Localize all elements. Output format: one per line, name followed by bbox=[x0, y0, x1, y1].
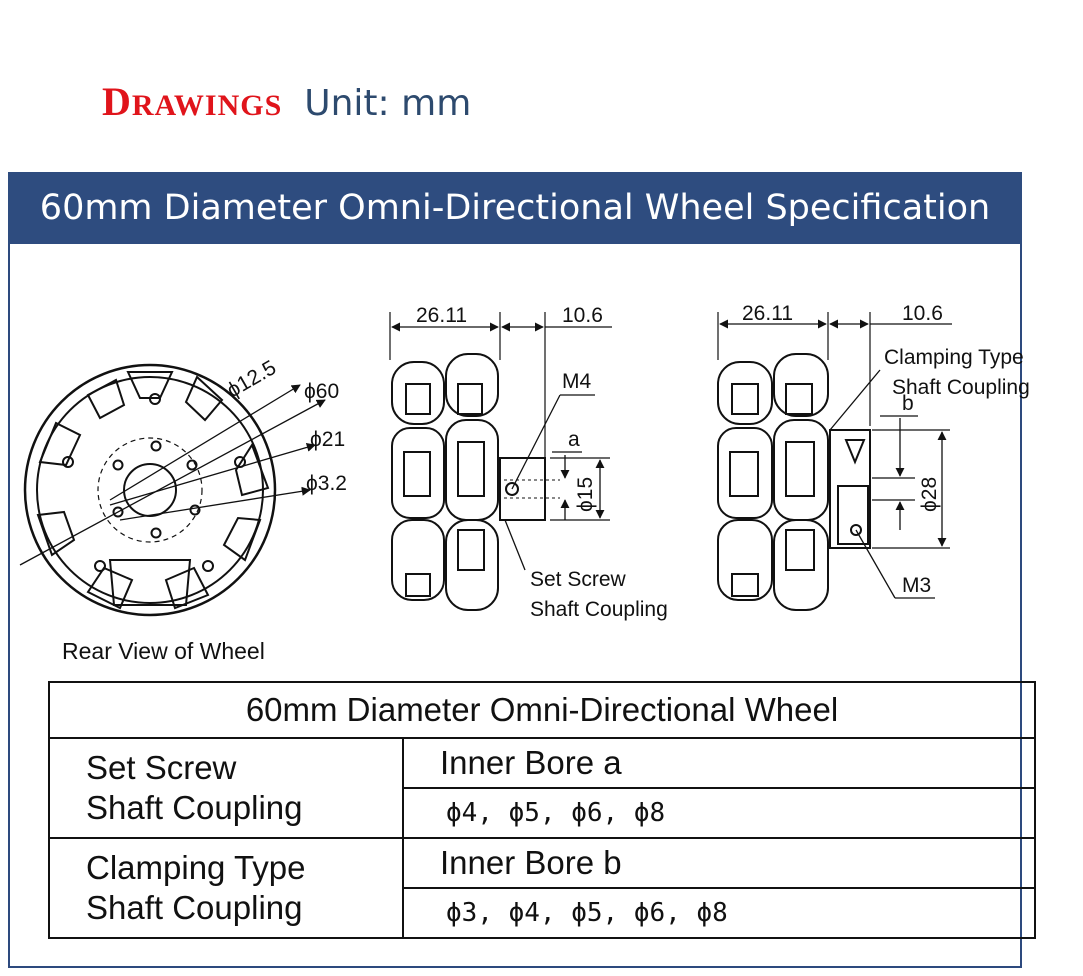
drawings-header: DRAWINGS Unit: mm bbox=[102, 78, 471, 138]
rear-dimension-lines bbox=[19, 384, 326, 566]
caption-set-screw: Set Screw bbox=[530, 568, 627, 591]
dim-bolt-circle: ϕ12.5 bbox=[223, 356, 280, 402]
dim-hub-length: 10.6 bbox=[562, 304, 603, 327]
clamping-side-view: 26.11 10.6 Clamping Type Shaft Coupling … bbox=[717, 302, 1030, 611]
dim-hub-diameter: ϕ21 bbox=[310, 428, 345, 451]
row-set-screw-heading: Inner Bore a bbox=[402, 737, 1036, 789]
dim-hub-diameter-15: ϕ15 bbox=[574, 477, 597, 512]
bore-label-a: a bbox=[568, 428, 580, 451]
clamp-hub bbox=[829, 429, 871, 549]
unit-label: Unit: mm bbox=[304, 83, 472, 124]
caption-shaft-coupling: Shaft Coupling bbox=[530, 598, 668, 621]
dim-outer-diameter: ϕ60 bbox=[304, 380, 339, 403]
caption-shaft-coupling-clamp: Shaft Coupling bbox=[892, 376, 1030, 399]
row-clamping-heading: Inner Bore b bbox=[402, 837, 1036, 889]
rear-view-label: Rear View of Wheel bbox=[62, 638, 265, 664]
dim-hub-diameter-28: ϕ28 bbox=[918, 477, 941, 512]
dim-overall-width: 26.11 bbox=[416, 304, 467, 327]
row-set-screw-values: ϕ4, ϕ5, ϕ6, ϕ8 bbox=[402, 787, 1036, 839]
dim-hole-diameter: ϕ3.2 bbox=[306, 472, 347, 495]
row-clamping-values: ϕ3, ϕ4, ϕ5, ϕ6, ϕ8 bbox=[402, 887, 1036, 939]
caption-clamping-type: Clamping Type bbox=[884, 346, 1024, 369]
spec-table: 60mm Diameter Omni-Directional Wheel Set… bbox=[48, 681, 1036, 939]
table-title: 60mm Diameter Omni-Directional Wheel bbox=[48, 681, 1036, 739]
bore-label-b: b bbox=[902, 392, 914, 415]
rollers bbox=[391, 353, 499, 611]
thread-label-m4: M4 bbox=[562, 370, 591, 393]
dim-overall-width-clamp: 26.11 bbox=[742, 302, 793, 325]
spec-banner: 60mm Diameter Omni-Directional Wheel Spe… bbox=[8, 172, 1022, 244]
set-screw-hub bbox=[499, 457, 546, 521]
drawings-title: DRAWINGS bbox=[102, 79, 283, 124]
rollers bbox=[717, 353, 829, 611]
thread-label-m3: M3 bbox=[902, 574, 931, 597]
rear-view-wheel: ϕ12.5 ϕ60 ϕ21 ϕ3.2 bbox=[19, 356, 347, 617]
hub-holes bbox=[62, 393, 246, 572]
dim-hub-length-clamp: 10.6 bbox=[902, 302, 943, 325]
set-screw-side-view: 26.11 10.6 M4 a ϕ15 Set Screw Shaft Coup… bbox=[389, 304, 668, 621]
